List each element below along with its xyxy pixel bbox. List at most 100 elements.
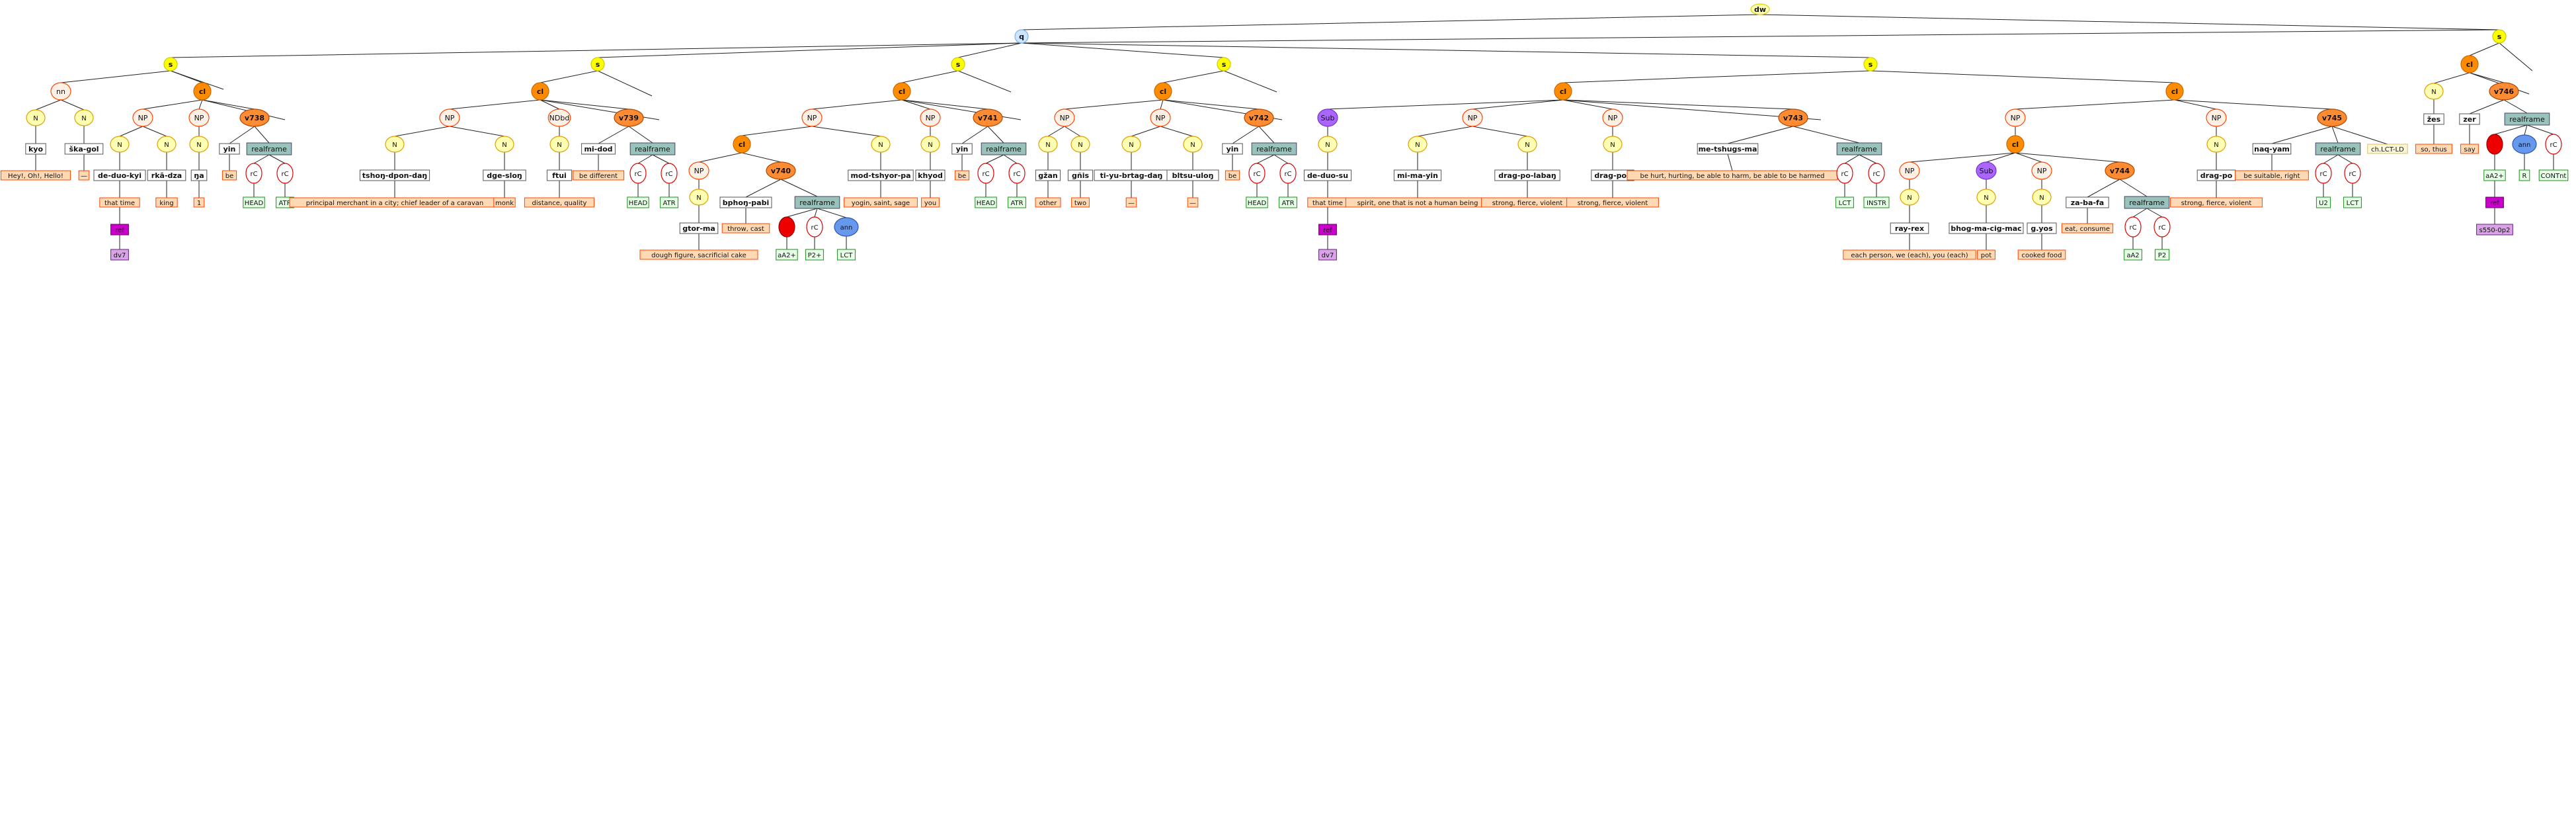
clause-node: cl — [733, 135, 751, 153]
role-label: rC — [811, 224, 818, 232]
tree-edge — [60, 99, 85, 110]
n-label: N — [1129, 142, 1133, 149]
np-node: NP — [2005, 108, 2026, 127]
tag-node: ATR — [660, 196, 678, 208]
verb-node-label: v741 — [978, 114, 998, 122]
gloss-node: that time — [1307, 197, 1348, 208]
tag-node: CONTnt — [2538, 169, 2569, 181]
gloss-label: be — [958, 173, 967, 180]
n-node: N — [1183, 136, 1203, 153]
tree-edge — [1003, 154, 1018, 164]
gloss-label: pot — [1981, 252, 1992, 259]
gloss-label: strong, fierce, violent — [1578, 200, 1648, 207]
tag-node: aA2+ — [776, 249, 798, 261]
word-label: yin — [223, 145, 236, 153]
tree-edge-stub — [1562, 99, 1822, 120]
n-node: N — [2032, 189, 2052, 206]
red-node — [778, 216, 795, 238]
word-node: ray-rex — [1890, 222, 1929, 234]
tree-edge — [2174, 99, 2217, 110]
word-node: yin — [1222, 143, 1243, 155]
tree-edge — [2524, 124, 2528, 136]
np-node: NP — [1602, 108, 1623, 127]
verb-node-label: v746 — [2494, 87, 2514, 96]
np-node: NP — [2031, 161, 2052, 180]
tree-edge — [2015, 152, 2042, 163]
tree-edge — [253, 154, 270, 164]
tree-edge — [198, 99, 203, 110]
np-label: NP — [2011, 114, 2021, 122]
word-node: ftui — [546, 169, 573, 181]
word-label: yin — [956, 145, 969, 153]
verb-node-label: v745 — [2322, 114, 2342, 122]
gloss-node: other — [1035, 197, 1061, 208]
rf-node: realframe — [981, 142, 1027, 155]
role-node: rC — [1248, 163, 1266, 184]
tag-label: aA2+ — [778, 252, 796, 259]
n-label: N — [696, 195, 701, 202]
tree-edge — [1759, 14, 2500, 30]
tag-label: U2 — [2319, 200, 2328, 207]
n-node: N — [1038, 136, 1058, 153]
n-label: N — [1525, 142, 1529, 149]
word-label: de-duo-kyi — [98, 171, 141, 180]
rf-label: realframe — [1256, 145, 1292, 153]
tag-label: ATR — [1281, 200, 1294, 207]
n-label: N — [1984, 195, 1988, 202]
np-node: NP — [688, 161, 709, 180]
tree-edge — [961, 126, 988, 144]
tag-label: P2+ — [808, 252, 822, 259]
tree-edge — [652, 154, 670, 164]
rf-label: realframe — [2320, 145, 2356, 153]
tag-node: HEAD — [627, 196, 649, 208]
tag-label: HEAD — [977, 200, 996, 207]
gloss-label: Hey!, Oh!, Hello! — [8, 173, 63, 180]
rf-label: realframe — [1841, 145, 1877, 153]
role-node: rC — [2344, 163, 2361, 184]
clause-node: cl — [2165, 82, 2184, 101]
tag-label: R — [2522, 173, 2527, 180]
n-node: N — [1318, 136, 1338, 153]
clause-node-label: cl — [199, 87, 206, 96]
role-label: rC — [1284, 171, 1291, 178]
gloss-node: throw, cast — [721, 223, 770, 234]
n-node: N — [1121, 136, 1141, 153]
tree-edge-stub — [2499, 42, 2533, 71]
tree-edge-stub — [202, 99, 286, 120]
word-node: khyod — [915, 169, 946, 181]
tree-edge — [1859, 154, 1877, 164]
n-label: N — [878, 142, 883, 149]
verb-node: v740 — [766, 161, 796, 180]
tree-edge — [817, 208, 847, 218]
word-label: kyo — [28, 145, 43, 153]
np-label: NP — [926, 114, 936, 122]
n-node: N — [1603, 136, 1623, 153]
refid-node: s550-0p2 — [2476, 224, 2513, 236]
word-node: drag-pos — [1591, 169, 1634, 181]
word-label: de-duo-su — [1307, 171, 1348, 180]
np-node: NP — [1150, 108, 1171, 127]
blue-label: ann — [840, 224, 853, 232]
role-node: rC — [2124, 216, 2142, 238]
tree-edge — [2526, 124, 2554, 135]
rf-label: realframe — [2129, 198, 2165, 207]
n-node: N — [495, 136, 514, 153]
gloss-node: strong, fierce, violent — [1481, 197, 1574, 208]
tree-edge — [1844, 154, 1860, 164]
np-label: NP — [2212, 114, 2222, 122]
word-label: žes — [2427, 115, 2441, 124]
role-node: rC — [661, 163, 678, 184]
gloss-label: two — [1074, 200, 1086, 207]
tag-label: ATR — [278, 200, 291, 207]
word-node: ška-gol — [64, 143, 104, 155]
gloss-node: principal merchant in a city; chief lead… — [289, 197, 501, 208]
n-node: N — [2424, 83, 2444, 100]
s-node-label: s — [1869, 60, 1873, 69]
s-node: s — [951, 57, 965, 71]
gloss-node: be hurt, hurting, be able to harm, be ab… — [1627, 170, 1838, 181]
word-node: zer — [2459, 113, 2480, 125]
tree-edge — [2015, 99, 2175, 110]
n-label: N — [502, 142, 506, 149]
word-node: gtor-ma — [679, 222, 719, 234]
blue-node: ann — [2512, 134, 2537, 154]
